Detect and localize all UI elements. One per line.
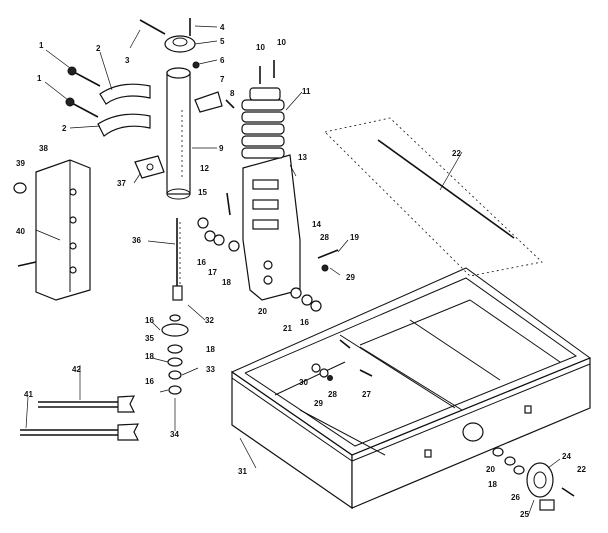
plate-37 bbox=[134, 155, 165, 179]
screw-40 bbox=[17, 261, 37, 267]
label-24: 24 bbox=[562, 452, 571, 461]
label-18d: 18 bbox=[488, 480, 497, 489]
side-plate-38 bbox=[35, 159, 91, 301]
cabinet-hardware bbox=[311, 339, 373, 381]
label-25: 25 bbox=[520, 510, 529, 519]
screws-10 bbox=[259, 60, 275, 84]
label-2a: 2 bbox=[96, 44, 101, 53]
label-18c: 18 bbox=[206, 345, 215, 354]
label-32: 32 bbox=[205, 316, 214, 325]
label-2b: 2 bbox=[62, 124, 67, 133]
label-18a: 18 bbox=[222, 278, 231, 287]
label-20a: 20 bbox=[258, 307, 267, 316]
label-18b: 18 bbox=[145, 352, 154, 361]
label-29a: 29 bbox=[346, 273, 355, 282]
small-bracket-7 bbox=[194, 91, 235, 113]
label-17: 17 bbox=[208, 268, 217, 277]
small-parts-bracket bbox=[290, 249, 339, 312]
label-22b: 22 bbox=[577, 465, 586, 474]
label-37: 37 bbox=[117, 179, 126, 188]
label-4: 4 bbox=[220, 23, 225, 32]
label-19: 19 bbox=[350, 233, 359, 242]
label-3: 3 bbox=[125, 56, 130, 65]
label-16d: 16 bbox=[300, 318, 309, 327]
label-11: 11 bbox=[302, 87, 311, 96]
label-16b: 16 bbox=[145, 316, 154, 325]
gear-stack bbox=[161, 314, 189, 395]
label-21: 21 bbox=[283, 324, 292, 333]
label-13: 13 bbox=[298, 153, 307, 162]
crank-assembly bbox=[492, 447, 575, 511]
label-31: 31 bbox=[238, 467, 247, 476]
wrench-41 bbox=[20, 423, 139, 441]
washer-39 bbox=[13, 182, 27, 194]
label-15: 15 bbox=[198, 188, 207, 197]
label-10a: 10 bbox=[256, 43, 265, 52]
lead-screw-36 bbox=[172, 218, 183, 301]
label-16c: 16 bbox=[145, 377, 154, 386]
top-collar bbox=[139, 18, 200, 69]
label-39: 39 bbox=[16, 159, 25, 168]
small-parts-mid bbox=[197, 192, 240, 252]
label-10b: 10 bbox=[277, 38, 286, 47]
label-28b: 28 bbox=[328, 390, 337, 399]
clamp-upper bbox=[99, 83, 151, 105]
label-5: 5 bbox=[220, 37, 225, 46]
label-41: 41 bbox=[24, 390, 33, 399]
label-38: 38 bbox=[39, 144, 48, 153]
label-42: 42 bbox=[72, 365, 81, 374]
label-35: 35 bbox=[145, 334, 154, 343]
leader-lines bbox=[25, 25, 561, 517]
label-1b: 1 bbox=[37, 74, 42, 83]
bolt-1-upper bbox=[67, 66, 101, 87]
part-labels: 1 1 2 2 3 4 5 6 7 8 9 10 10 11 12 13 14 … bbox=[16, 23, 586, 519]
wrench-42 bbox=[38, 395, 136, 413]
label-16a: 16 bbox=[197, 258, 206, 267]
column-tube bbox=[166, 67, 191, 200]
clamp-lower bbox=[97, 113, 151, 137]
base-cabinet bbox=[230, 267, 592, 510]
label-14: 14 bbox=[312, 220, 321, 229]
label-34: 34 bbox=[170, 430, 179, 439]
label-33: 33 bbox=[206, 365, 215, 374]
label-36: 36 bbox=[132, 236, 141, 245]
label-9: 9 bbox=[219, 144, 224, 153]
column-support bbox=[242, 154, 301, 301]
bellows-boot bbox=[241, 87, 285, 159]
label-29b: 29 bbox=[314, 399, 323, 408]
label-20b: 20 bbox=[486, 465, 495, 474]
label-1a: 1 bbox=[39, 41, 44, 50]
label-40: 40 bbox=[16, 227, 25, 236]
label-6: 6 bbox=[220, 56, 225, 65]
label-8: 8 bbox=[230, 89, 235, 98]
label-27: 27 bbox=[362, 390, 371, 399]
label-30: 30 bbox=[299, 378, 308, 387]
label-7: 7 bbox=[220, 75, 225, 84]
label-28a: 28 bbox=[320, 233, 329, 242]
label-26: 26 bbox=[511, 493, 520, 502]
label-12: 12 bbox=[200, 164, 209, 173]
bolt-1-lower bbox=[65, 97, 99, 118]
label-22a: 22 bbox=[452, 149, 461, 158]
rod-22 bbox=[324, 117, 543, 277]
